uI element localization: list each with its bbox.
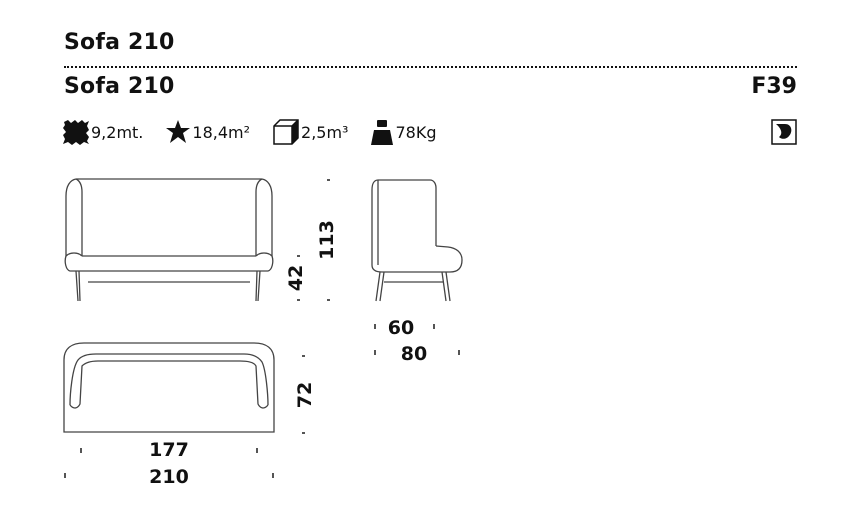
product-code: F39	[751, 74, 797, 99]
dim-height: 113	[316, 220, 338, 260]
spec-fabric: 9,2mt.	[62, 119, 143, 145]
product-title: Sofa 210	[64, 30, 175, 55]
dotted-divider	[64, 66, 797, 68]
spec-row: 9,2mt. 18,4m² 2,5m³ 78Kg	[62, 117, 458, 147]
spec-volume: 2,5m³	[272, 118, 348, 146]
box-volume-icon	[273, 119, 299, 145]
dimension-ticks	[64, 179, 460, 478]
dim-depth: 80	[401, 343, 427, 365]
spec-leather-value: 18,4m²	[192, 122, 251, 142]
dim-inner-width: 177	[149, 439, 189, 461]
spec-weight-value: 78Kg	[395, 122, 437, 142]
half-moon-icon	[771, 119, 797, 145]
dim-inner-depth: 60	[388, 317, 414, 339]
front-view	[64, 178, 274, 302]
spec-leather: 18,4m²	[165, 119, 250, 145]
dim-seat-height: 42	[285, 265, 307, 291]
fabric-icon	[63, 120, 89, 145]
dim-plan-depth: 72	[294, 382, 316, 408]
side-view	[371, 179, 463, 302]
product-subtitle: Sofa 210	[64, 74, 175, 99]
weight-icon	[371, 120, 394, 145]
spec-fabric-value: 9,2mt.	[91, 122, 144, 142]
care-symbol	[771, 119, 797, 149]
spec-weight: 78Kg	[370, 118, 436, 146]
spec-volume-value: 2,5m³	[301, 122, 349, 142]
dim-width: 210	[149, 466, 189, 488]
leather-icon	[166, 120, 191, 143]
top-view	[63, 342, 275, 433]
